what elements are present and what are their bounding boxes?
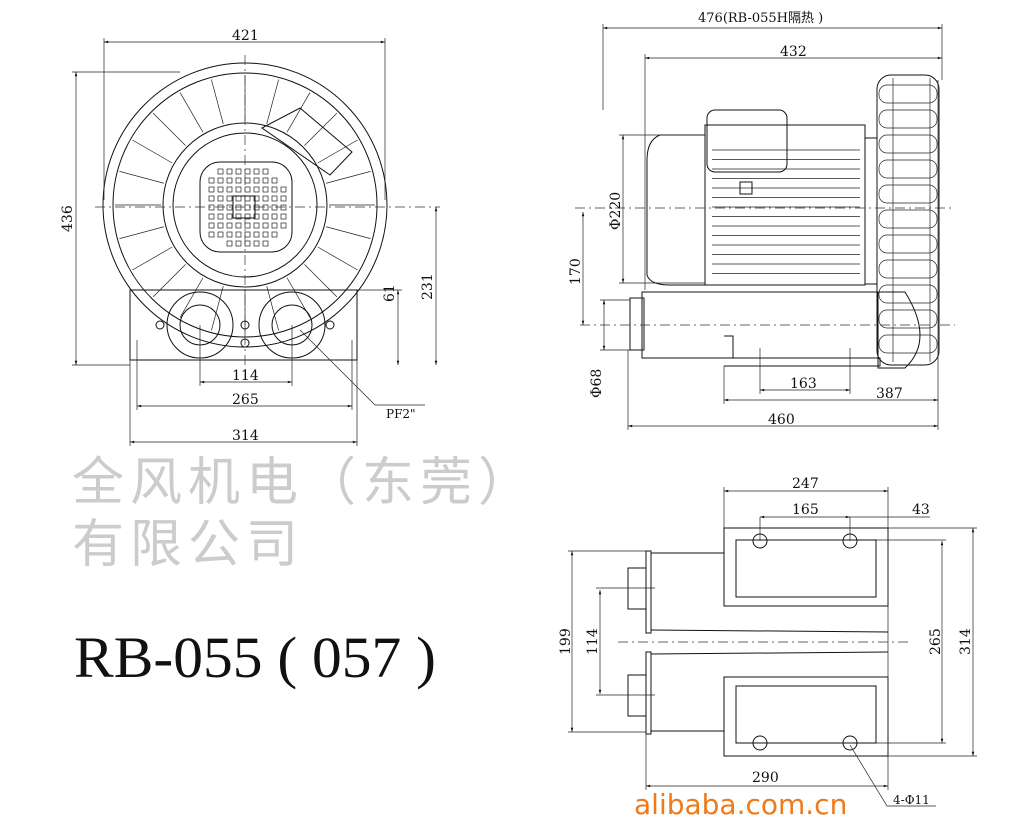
dim-port-spacing: 114 [232,368,259,384]
dim-port-offset: 61 [382,284,398,302]
port-thread-label: PF2" [386,407,416,421]
dim-motor-diameter: Φ220 [608,192,624,230]
dim-port-to-end: 387 [876,386,903,402]
dim-center-height: 231 [420,273,436,300]
bottom-view: 247 165 43 199 114 265 314 290 4-Φ11 [558,476,977,807]
dim-base-width-bottom: 314 [958,628,974,655]
dim-base-length: 247 [792,476,819,492]
dim-total-length: 290 [752,770,779,786]
front-view: 421 436 231 61 114 265 314 PF2" [60,28,440,446]
model-title: RB-055 ( 057 ) [74,625,436,690]
dim-overall-insulated: 476(RB-055H隔热 ) [698,11,823,26]
dim-length: 460 [768,412,795,428]
dim-foot-spacing: 163 [790,376,817,392]
dim-base-width: 314 [232,428,259,444]
dim-hole-spacing-y: 265 [928,628,944,655]
side-view: 476(RB-055H隔热 ) 432 Φ220 170 Φ68 163 387… [568,11,955,430]
dim-overall: 432 [780,44,807,60]
dim-hole-spacing: 265 [232,392,259,408]
dim-edge-offset: 43 [912,502,930,518]
alibaba-watermark: alibaba.com.cn [634,788,847,819]
dim-port-spacing-bottom: 114 [585,628,601,655]
dim-port-diameter: Φ68 [589,369,605,398]
dim-height: 436 [60,205,76,232]
company-watermark: 全风机电（东莞）有限公司 [72,453,537,575]
dim-hole-spacing-x: 165 [792,502,819,518]
dim-port-span: 199 [558,628,574,655]
hole-spec-label: 4-Φ11 [893,793,930,807]
dim-center-height-side: 170 [568,258,584,285]
dim-width: 421 [232,28,259,44]
